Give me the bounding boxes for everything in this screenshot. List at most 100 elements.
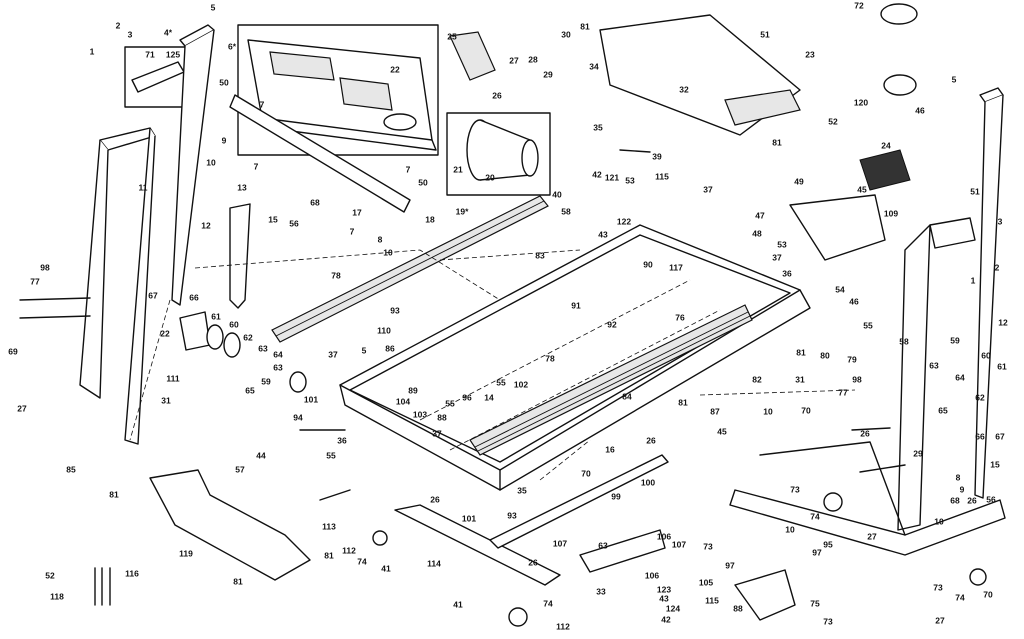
callout-125: 125 [166,49,180,59]
callout-62a: 62 [975,392,985,402]
callout-59: 59 [950,335,960,345]
callout-52: 52 [828,116,838,126]
callout-10b: 10 [383,247,393,257]
callout-93b: 93 [507,510,517,520]
callout-27d: 27 [17,403,27,413]
callout-85: 85 [66,464,76,474]
walking-belt-lines [419,279,721,451]
callout-62b: 62 [243,332,253,342]
callout-113: 113 [322,521,336,531]
callout-109: 109 [884,208,898,218]
deck-frame [339,224,811,491]
callout-66b: 66 [189,292,199,302]
callout-83: 83 [535,250,545,260]
callout-90: 90 [643,259,653,269]
callout-5b: 5 [952,74,957,84]
callout-40: 40 [552,189,562,199]
callout-14: 14 [484,392,494,402]
callout-91: 91 [571,300,581,310]
callout-5c: 5 [362,345,367,355]
base-frame [729,489,1006,556]
callout-97b: 97 [725,560,735,570]
callout-81f: 81 [324,550,334,560]
callout-48: 48 [752,228,762,238]
callout-99: 99 [611,491,621,501]
callout-53b: 53 [777,239,787,249]
callout-81a: 81 [580,21,590,31]
callout-26f: 26 [646,435,656,445]
callout-46a: 46 [915,105,925,115]
callout-15b: 15 [990,459,1000,469]
callout-41a: 41 [381,563,391,573]
callout-76: 76 [675,312,685,322]
fastener-lines [19,149,906,606]
callout-65a: 65 [938,405,948,415]
callout-33: 33 [596,586,606,596]
callout-35a: 35 [593,122,603,132]
console-inset [237,24,439,156]
callout-8: 8 [378,234,383,244]
callout-56b: 56 [986,494,996,504]
callout-73c: 73 [823,616,833,626]
callout-107a: 107 [553,538,567,548]
callout-7b: 7 [254,161,259,171]
callout-4-star: 4* [164,27,173,37]
callout-73a: 73 [790,484,800,494]
callout-103: 103 [413,409,427,419]
callout-93: 93 [390,305,400,315]
callout-97a: 97 [812,547,822,557]
callout-10a: 10 [206,157,216,167]
callout-84: 84 [622,391,632,401]
callout-5: 5 [211,2,216,12]
callout-49: 49 [794,176,804,186]
callout-63c: 63 [273,362,283,372]
callout-75: 75 [810,598,820,608]
callout-105: 105 [699,577,713,587]
callout-64a: 64 [955,372,965,382]
callout-46b: 46 [849,296,859,306]
callout-81b: 81 [772,137,782,147]
callout-68: 68 [310,197,320,207]
controller-board [859,149,911,191]
callout-77a: 77 [838,387,848,397]
callout-92: 92 [607,319,617,329]
callout-43b: 43 [659,593,669,603]
callout-74a: 74 [810,511,820,521]
callout-12: 12 [201,220,211,230]
callout-110: 110 [377,325,391,335]
callout-29b: 29 [913,448,923,458]
callout-labels: 5 2 3 4* 6* 71 125 1 22 25 27 28 30 29 3… [8,0,1008,631]
callout-120: 120 [854,97,868,107]
callout-39: 39 [652,151,662,161]
callout-8b: 8 [956,472,961,482]
callout-6-star: 6* [228,41,237,51]
callout-51b: 51 [970,186,980,196]
callout-63b: 63 [258,343,268,353]
callout-67a: 67 [995,431,1005,441]
callout-115a: 115 [655,171,669,181]
callout-60b: 60 [229,319,239,329]
callout-11: 11 [139,182,148,192]
callout-61b: 61 [211,311,221,321]
callout-74c: 74 [357,556,367,566]
callout-9b: 9 [960,484,965,494]
callout-23: 23 [805,49,815,59]
incline-frame [394,454,796,621]
callout-50b: 50 [418,177,428,187]
callout-31a: 31 [795,374,805,384]
electronics-bracket [789,194,886,261]
callout-15: 15 [268,214,278,224]
callout-55c: 55 [445,398,455,408]
callout-73b: 73 [933,582,943,592]
shock-part-13 [229,203,251,309]
callout-21: 21 [453,164,463,174]
motor-assembly [179,311,307,393]
callout-72: 72 [854,0,864,10]
callout-7d: 7 [406,164,411,174]
callout-37a: 37 [703,184,713,194]
callout-1b: 1 [971,275,976,285]
callout-114: 114 [427,558,441,568]
callout-25: 25 [447,31,457,41]
